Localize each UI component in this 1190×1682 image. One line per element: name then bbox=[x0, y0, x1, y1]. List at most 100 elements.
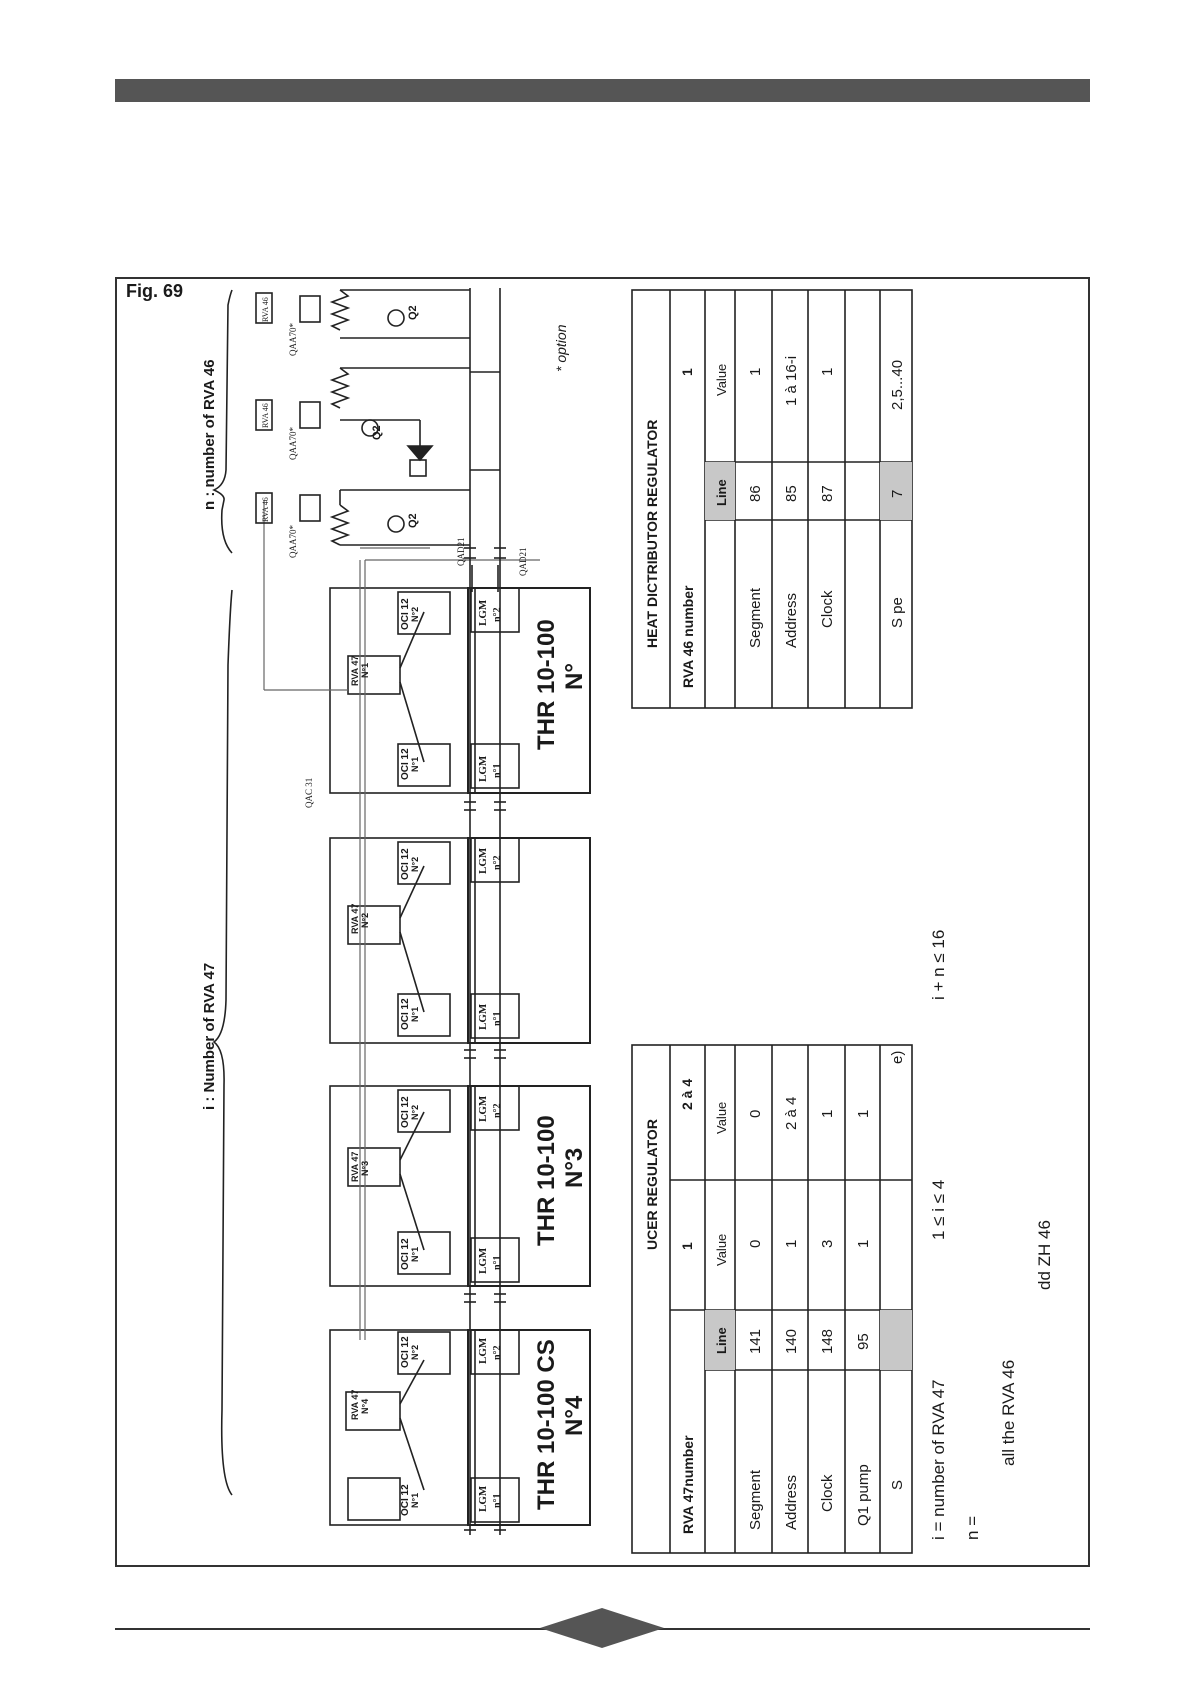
boiler1-number: N° bbox=[561, 663, 588, 690]
qac-label: QAC 31 bbox=[304, 778, 314, 808]
option-note: * option bbox=[553, 324, 569, 372]
boiler4-rva-no: N°4 bbox=[360, 1399, 370, 1414]
ucer-row-address: Address 140 1 2 à 4 bbox=[783, 1097, 800, 1530]
boiler1-lgm1: LGM bbox=[477, 755, 489, 782]
ucer-row-header: RVA 47number bbox=[680, 1435, 696, 1534]
ucer-row-line: 140 bbox=[783, 1329, 800, 1354]
heat-row-line: 85 bbox=[783, 485, 800, 502]
boiler1-title: THR 10-100 bbox=[533, 619, 560, 750]
rva46-label-1: RVA 46 bbox=[261, 497, 270, 522]
ucer-row-v2: 2 à 4 bbox=[783, 1097, 800, 1130]
heat-row-label: Address bbox=[783, 593, 800, 648]
boiler3-lgm2-no: n°2 bbox=[492, 1103, 503, 1118]
ucer-row-clock: Clock 148 3 1 bbox=[819, 1110, 836, 1512]
ucer-row-line: 95 bbox=[855, 1333, 872, 1350]
rva47-count-label: i : Number of RVA 47 bbox=[201, 963, 218, 1110]
heat-row-line: 87 bbox=[819, 485, 836, 502]
heat-sub-value: Value bbox=[714, 364, 729, 396]
heat-row-v1: 1 à 16-i bbox=[783, 356, 800, 406]
page-marker-diamond bbox=[540, 1608, 664, 1648]
boiler1-oci1-no: N°1 bbox=[410, 757, 420, 772]
boiler1-lgm2: LGM bbox=[477, 599, 489, 626]
bus-lines bbox=[263, 500, 540, 1340]
ucer-row-v1: 3 bbox=[819, 1240, 836, 1248]
ucer-row-v2: e) bbox=[889, 1051, 906, 1064]
heat-row-label: Clock bbox=[819, 590, 836, 628]
ucer-table-grid bbox=[631, 1044, 913, 1554]
note-n-definition: n = bbox=[963, 1516, 982, 1540]
boiler3-oci1-no: N°1 bbox=[410, 1247, 420, 1262]
boiler4-lgm2: LGM bbox=[477, 1337, 489, 1364]
ucer-row-s: S e) bbox=[889, 1051, 906, 1490]
note-sum-range: i + n ≤ 16 bbox=[929, 930, 948, 1000]
rva46-label-2: RVA 46 bbox=[261, 403, 270, 428]
ucer-sub-line: Line bbox=[714, 1327, 729, 1354]
heating-circuit-2 bbox=[255, 367, 470, 477]
qad-upper-label: QAD21 bbox=[456, 538, 466, 567]
boiler2-oci2-no: N°2 bbox=[410, 857, 420, 872]
boiler4-oci1: OCI 12 bbox=[400, 1484, 411, 1516]
rva46-count-label: n : number of RVA 46 bbox=[201, 359, 218, 510]
qaa-label-3: QAA70* bbox=[288, 323, 298, 356]
heat-col-1: 1 bbox=[679, 368, 695, 376]
heat-row-line: 86 bbox=[747, 485, 764, 502]
boiler1-oci2-no: N°2 bbox=[410, 607, 420, 622]
hydraulic-lines bbox=[464, 288, 506, 1535]
boiler1-lgm2-no: n°2 bbox=[492, 607, 503, 622]
qad-lower-label: QAD21 bbox=[518, 548, 528, 577]
boiler2-rva: RVA 47 bbox=[350, 904, 360, 934]
boiler4-oci1-no: N°1 bbox=[410, 1493, 420, 1508]
rva46-label-3: RVA 46 bbox=[261, 297, 270, 322]
boiler4-lgm1: LGM bbox=[477, 1485, 489, 1512]
ucer-row-label: S bbox=[889, 1480, 906, 1490]
rva46-brace bbox=[212, 289, 233, 554]
heating-circuit-1 bbox=[255, 489, 470, 546]
boiler-4 bbox=[329, 1329, 591, 1526]
boiler3-lgm1: LGM bbox=[477, 1247, 489, 1274]
ucer-row-q1-pump: Q1 pump 95 1 1 bbox=[855, 1110, 872, 1526]
ucer-row-v2: 0 bbox=[747, 1110, 764, 1118]
qaa-label-1: QAA70* bbox=[288, 525, 298, 558]
ucer-col-1: 1 bbox=[679, 1242, 695, 1250]
heat-title: HEAT DICTRIBUTOR REGULATOR bbox=[644, 420, 660, 648]
ucer-sub-value-2: Value bbox=[714, 1102, 729, 1134]
boiler1-lgm1-no: n°1 bbox=[492, 763, 503, 778]
heat-row-v1: 1 bbox=[747, 368, 764, 376]
boiler2-oci1-no: N°1 bbox=[410, 1007, 420, 1022]
boiler2-rva-no: N°2 bbox=[360, 913, 370, 928]
ucer-row-label: Segment bbox=[747, 1469, 764, 1530]
ucer-row-v1: 1 bbox=[783, 1240, 800, 1248]
boiler-3 bbox=[329, 1085, 591, 1287]
note-all-rva: all the RVA 46 bbox=[999, 1360, 1018, 1466]
figure-label: Fig. 69 bbox=[126, 281, 184, 301]
heat-row-clock: Clock 87 1 bbox=[819, 368, 836, 628]
heating-circuit-3 bbox=[255, 289, 470, 339]
ucer-row-v2: 1 bbox=[855, 1110, 872, 1118]
note-i-range: 1 ≤ i ≤ 4 bbox=[929, 1180, 948, 1240]
qaa-label-2: QAA70* bbox=[288, 427, 298, 460]
boiler4-rva: RVA 47 bbox=[350, 1390, 360, 1420]
boiler3-oci2-no: N°2 bbox=[410, 1105, 420, 1120]
figure-frame bbox=[115, 277, 1090, 1567]
heat-row-address: Address 85 1 à 16-i bbox=[783, 356, 800, 648]
ucer-title: UCER REGULATOR bbox=[644, 1119, 660, 1250]
boiler2-oci2: OCI 12 bbox=[400, 848, 411, 880]
header-bar bbox=[115, 79, 1090, 102]
boiler1-oci2: OCI 12 bbox=[400, 598, 411, 630]
boiler4-number: N°4 bbox=[561, 1395, 588, 1436]
boiler2-lgm2: LGM bbox=[477, 847, 489, 874]
boiler3-oci1: OCI 12 bbox=[400, 1238, 411, 1270]
heat-row-v1: 2,5...40 bbox=[889, 360, 906, 410]
heat-row-spe: S pe 7 2,5...40 bbox=[889, 360, 906, 628]
boiler4-oci2: OCI 12 bbox=[400, 1336, 411, 1368]
boiler2-lgm1-no: n°1 bbox=[492, 1011, 503, 1026]
ucer-row-label: Clock bbox=[819, 1474, 836, 1512]
boiler3-rva: RVA 47 bbox=[350, 1152, 360, 1182]
boiler4-title: THR 10-100 CS bbox=[533, 1339, 560, 1510]
boiler1-rva: RVA 47 bbox=[350, 656, 360, 686]
boiler3-lgm2: LGM bbox=[477, 1095, 489, 1122]
ucer-col-2: 2 à 4 bbox=[679, 1079, 695, 1110]
pump-label-2: Q2 bbox=[371, 425, 383, 440]
